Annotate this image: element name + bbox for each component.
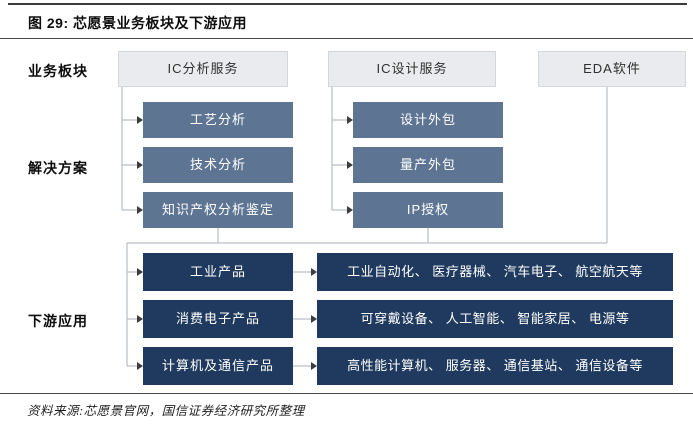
solution-box-ip-analysis: 知识产权分析鉴定 <box>143 192 293 228</box>
solution-box-design-outsourcing: 设计外包 <box>353 102 503 138</box>
top-rule <box>8 3 687 5</box>
solution-box-process-analysis: 工艺分析 <box>143 102 293 138</box>
application-box-computing: 高性能计算机、 服务器、 通信基站、 通信设备等 <box>317 347 673 385</box>
solution-box-tech-analysis: 技术分析 <box>143 147 293 183</box>
row-label-business-segments: 业务板块 <box>28 63 88 79</box>
figure-title: 图 29: 芯愿景业务板块及下游应用 <box>28 15 248 31</box>
product-box-computer-communication: 计算机及通信产品 <box>143 347 293 385</box>
segment-box-ic-analysis: IC分析服务 <box>118 51 288 87</box>
segment-box-ic-design: IC设计服务 <box>328 51 496 87</box>
source-rule <box>0 393 693 394</box>
application-box-consumer: 可穿戴设备、 人工智能、 智能家居、 电源等 <box>317 300 673 338</box>
row-label-downstream: 下游应用 <box>28 313 88 329</box>
row-label-solutions: 解决方案 <box>28 160 88 176</box>
source-note: 资料来源:芯愿景官网，国信证券经济研究所整理 <box>27 404 305 418</box>
title-rule <box>0 38 693 39</box>
segment-box-eda: EDA软件 <box>538 51 686 87</box>
product-box-industrial: 工业产品 <box>143 253 293 291</box>
solution-box-ip-licensing: IP授权 <box>353 192 503 228</box>
product-box-consumer-electronics: 消费电子产品 <box>143 300 293 338</box>
solution-box-mass-production-outsourcing: 量产外包 <box>353 147 503 183</box>
application-box-industrial: 工业自动化、 医疗器械、 汽车电子、 航空航天等 <box>317 253 673 291</box>
